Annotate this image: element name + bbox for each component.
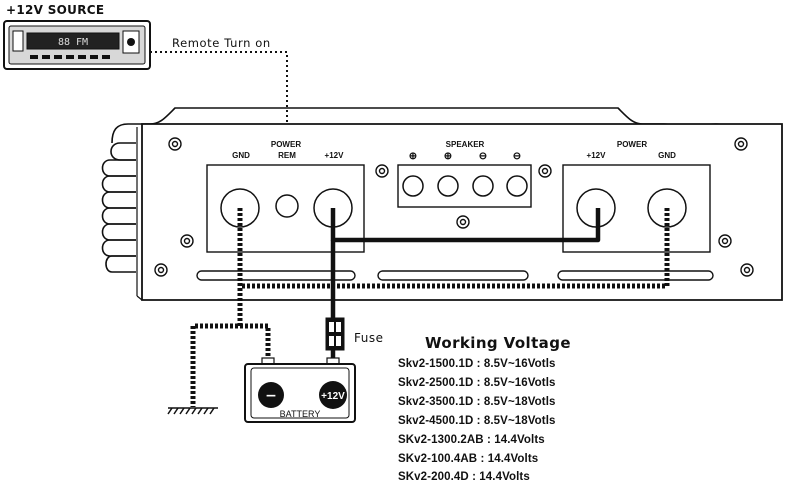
speaker-sign-3: ⊖: [479, 151, 487, 162]
remote-turn-on-label: Remote Turn on: [172, 36, 271, 50]
left-power-label: POWER: [271, 140, 301, 149]
battery-positive-terminal: [319, 381, 347, 409]
battery-label: BATTERY: [280, 409, 321, 419]
spec-line: Skv2-4500.1D : 8.5V~18Votls: [398, 415, 556, 427]
source-title: +12V SOURCE: [6, 3, 105, 17]
spec-line: Skv2-3500.1D : 8.5V~18Votls: [398, 396, 556, 408]
gnd-label-right: GND: [658, 151, 676, 160]
speaker-sign-4: ⊖: [513, 151, 521, 162]
spec-line: SKv2-200.4D : 14.4Volts: [398, 471, 530, 483]
speaker-terminal-2: [437, 175, 459, 197]
car-radio-icon: 88 FM: [3, 20, 151, 70]
plus12-label-left: +12V: [325, 151, 345, 160]
ground-wire-right: [240, 208, 670, 289]
ground-wire-left: [190, 208, 243, 407]
battery-pos-label: +12V: [321, 391, 345, 402]
amplifier-panel: [136, 123, 783, 301]
fuse-label: Fuse: [354, 331, 384, 345]
spec-line: Skv2-2500.1D : 8.5V~16Votls: [398, 377, 556, 389]
spec-line: SKv2-100.4AB : 14.4Volts: [398, 453, 539, 465]
rem-terminal: [275, 194, 299, 218]
battery: − +12V BATTERY: [244, 357, 356, 423]
battery-negative-terminal: [258, 382, 284, 408]
battery-neg-label: −: [265, 388, 277, 404]
radio-display: 88 FM: [58, 37, 88, 48]
ground-wire-battery: [240, 323, 271, 360]
fuse-icon: [325, 317, 345, 351]
speaker-terminal-1: [402, 175, 424, 197]
right-power-label: POWER: [617, 140, 647, 149]
spec-line: SKv2-1300.2AB : 14.4Volts: [398, 434, 545, 446]
speaker-label: SPEAKER: [446, 140, 485, 149]
rem-label: REM: [278, 151, 296, 160]
plus12-label-right: +12V: [587, 151, 607, 160]
speaker-sign-1: ⊕: [409, 151, 417, 162]
speaker-sign-2: ⊕: [444, 151, 452, 162]
gnd-label-left: GND: [232, 151, 250, 160]
speaker-terminal-3: [472, 175, 494, 197]
speaker-terminal-4: [506, 175, 528, 197]
power-wire-right: [330, 208, 601, 243]
working-voltage-title: Working Voltage: [425, 334, 571, 352]
ground-symbol-icon: [167, 407, 218, 415]
spec-line: Skv2-1500.1D : 8.5V~16Votls: [398, 358, 556, 370]
